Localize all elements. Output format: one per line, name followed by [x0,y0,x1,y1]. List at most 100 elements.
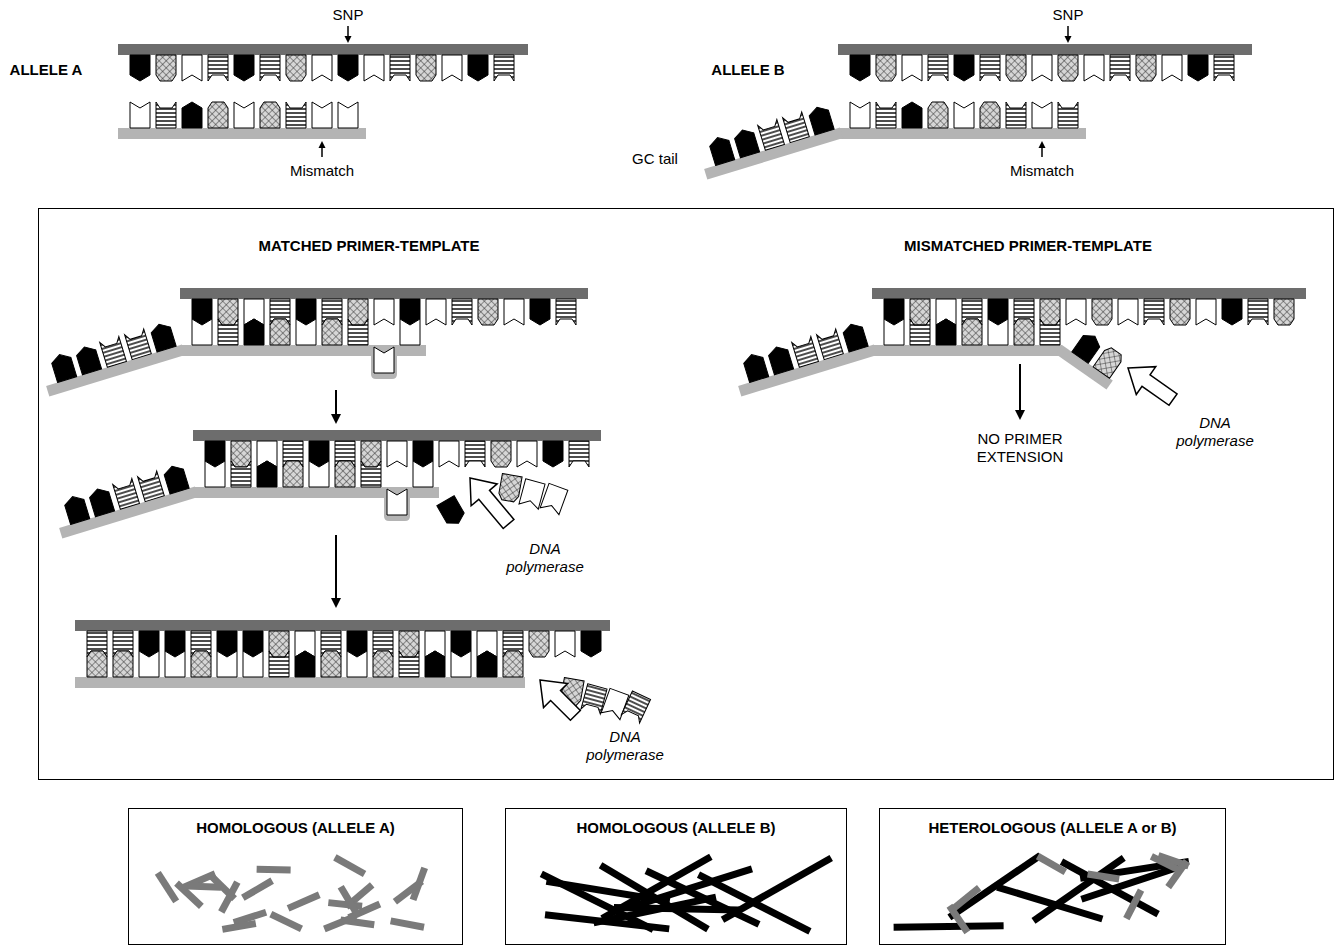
nucleotide [936,319,956,345]
nucleotide [286,102,306,128]
pointer-arrow [335,535,337,598]
nucleotide [364,55,384,81]
nucleotide [312,55,332,81]
nucleotide [1222,299,1242,325]
nucleotide [733,127,760,158]
nucleotide [218,319,238,345]
amplicon-rod [697,872,812,935]
nucleotide [335,461,355,487]
amplicon-rod [545,911,670,932]
nucleotide [1058,55,1078,81]
template-strand [872,288,1306,299]
nucleotide [783,112,810,143]
amplicon-rod [1036,853,1067,875]
nucleotide [130,55,150,81]
nucleotide [269,651,289,677]
free-nucleotide [498,473,522,502]
amplicon-rod [393,878,424,904]
nucleotide [138,471,165,502]
nucleotide [270,319,290,345]
amplicon-rod [1123,889,1144,921]
panel-heading: HETEROLOGOUS (ALLELE A or B) [928,819,1176,837]
arrow-head [1065,36,1072,43]
enzyme-label: DNA polymerase [579,728,671,764]
arrow-head [331,414,341,424]
arrow-head [1015,410,1025,420]
pointer-arrow [321,148,323,157]
nucleotide [260,102,280,128]
nucleotide [1093,345,1124,378]
nucleotide [309,461,329,487]
nucleotide [400,319,420,345]
nucleotide [910,319,930,345]
nucleotide [581,631,601,657]
nucleotide [286,55,306,81]
arrow-head [1039,141,1046,148]
primer-strand [872,345,1062,356]
gc-tail [52,462,199,539]
nucleotide [260,55,280,81]
nucleotide [1014,319,1034,345]
amplicon-rod [996,884,1103,923]
polymerase-arrow [1118,354,1183,413]
nucleotide [348,319,368,345]
nucleotide [988,319,1008,345]
nucleotide [312,102,332,128]
panel-frame: MATCHED PRIMER-TEMPLATEMISMATCHED PRIMER… [38,208,1334,780]
polymerase-arrow [528,668,587,727]
enzyme-label: DNA polymerase [499,540,591,576]
nucleotide [504,299,524,325]
nucleotide [322,319,342,345]
mismatch-label: Mismatch [290,162,354,180]
duplex [75,620,610,688]
nucleotide [807,104,834,135]
nucleotide [442,55,462,81]
pointer-arrow [335,390,337,414]
nucleotide [165,651,185,677]
panel-heading: HOMOLOGOUS (ALLELE A) [196,819,395,837]
nucleotide [517,441,537,467]
amplicon-rod [323,913,357,932]
amplicon-rod [1150,853,1182,873]
nucleotide [387,489,407,515]
nucleotide [208,102,228,128]
template-strand [838,44,1252,55]
panel-heading: MISMATCHED PRIMER-TEMPLATE [904,237,1152,255]
nucleotide [792,337,819,368]
nucleotide [954,55,974,81]
tail-label: GC tail [632,150,678,168]
pointer-arrow [347,26,349,36]
nucleotide [1110,55,1130,81]
snp-label: SNP [1053,6,1084,24]
nucleotide [1032,55,1052,81]
polymerase-arrow [457,467,522,535]
nucleotide [1006,55,1026,81]
nucleotide [1040,299,1060,325]
nucleotide [491,441,511,467]
nucleotide [390,55,410,81]
nucleotide [182,55,202,81]
gc-tail [39,320,186,397]
nucleotide [283,461,303,487]
nucleotide [63,494,90,525]
amplicon-rod [187,882,221,890]
nucleotide [156,102,176,128]
nucleotide [1214,55,1234,81]
nucleotide [850,55,870,81]
free-nucleotide [621,691,650,723]
nucleotide [556,299,576,325]
nucleotide [139,651,159,677]
molecule-group [155,854,428,932]
amplicon-rod [269,911,303,932]
nucleotide [1162,55,1182,81]
molecule-group [540,854,833,935]
nucleotide [439,441,459,467]
amplicon-rod [218,880,240,913]
nucleotide [191,651,211,677]
nucleotide [1058,102,1078,128]
nucleotide [231,441,251,467]
nucleotide [208,55,228,81]
primer-strand [838,128,1086,139]
